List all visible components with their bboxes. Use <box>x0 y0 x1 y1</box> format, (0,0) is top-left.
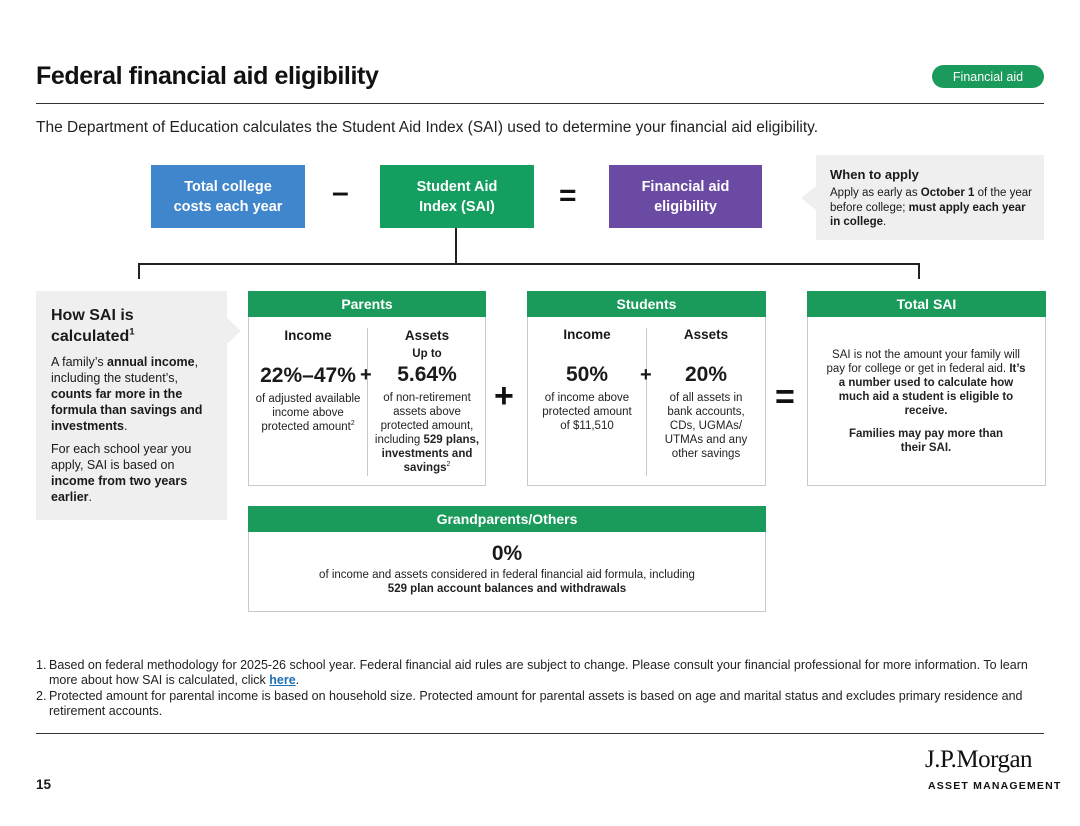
sai-label: Student Aid Index (SAI) <box>416 178 498 215</box>
how-sai-paragraph-1: A family’s annual income, including the … <box>51 355 203 433</box>
students-panel: Students Income 50% of income above prot… <box>527 291 766 486</box>
minus-operator: – <box>332 176 349 209</box>
total-sai-header: Total SAI <box>807 291 1046 317</box>
grandparents-value: 0% <box>491 542 523 565</box>
students-plus: + <box>640 364 652 386</box>
total-sai-panel: Total SAI SAI is not the amount your fam… <box>807 291 1046 486</box>
aid-eligibility-label: Financial aid eligibility <box>641 178 730 215</box>
parents-assets-column: Assets Up to 5.64% of non-retirement ass… <box>370 328 484 475</box>
parents-panel: Parents Income 22%–47% of adjusted avail… <box>248 291 486 486</box>
total-sai-paragraph-2: Families may pay more than their SAI. <box>848 428 1004 454</box>
grandparents-content: 0% of income and assets considered in fe… <box>249 542 765 596</box>
parents-assets-desc: of non-retirement assets above protected… <box>374 392 480 474</box>
how-sai-paragraph-2: For each school year you apply, SAI is b… <box>51 442 192 504</box>
students-income-column: Income 50% of income above protected amo… <box>532 327 642 433</box>
total-costs-box: Total college costs each year <box>151 165 305 228</box>
students-column-divider <box>646 328 647 476</box>
when-to-apply-text: Apply as early as October 1 of the year … <box>830 187 1032 228</box>
parents-assets-label: Assets <box>404 328 450 343</box>
parents-assets-value: 5.64% <box>397 363 457 386</box>
parents-column-divider <box>367 328 368 476</box>
students-header: Students <box>527 291 766 317</box>
total-equals: = <box>775 378 795 416</box>
parents-plus: + <box>360 364 372 386</box>
aid-eligibility-box: Financial aid eligibility <box>609 165 762 228</box>
students-income-value: 50% <box>565 363 609 386</box>
jpmorgan-logo: J.P.Morgan <box>925 746 1033 773</box>
asset-management-label: ASSET MANAGEMENT <box>928 780 1062 792</box>
connector-left-tick <box>138 263 140 279</box>
connector-bar <box>138 263 920 265</box>
intro-text: The Department of Education calculates t… <box>36 119 819 136</box>
students-assets-desc: of all assets in bank accounts, CDs, UGM… <box>664 392 748 460</box>
when-to-apply-callout: When to apply Apply as early as October … <box>816 155 1044 240</box>
total-sai-paragraph-1: SAI is not the amount your family will p… <box>826 349 1026 417</box>
parents-income-value: 22%–47% <box>260 364 356 387</box>
header-divider <box>36 103 1044 104</box>
when-to-apply-heading: When to apply <box>830 167 919 182</box>
parents-header: Parents <box>248 291 486 317</box>
total-costs-label: Total college costs each year <box>173 178 283 215</box>
connector-stem <box>455 228 457 264</box>
sai-box: Student Aid Index (SAI) <box>380 165 534 228</box>
category-badge: Financial aid <box>932 65 1044 88</box>
grandparents-header: Grandparents/Others <box>248 506 766 532</box>
how-sai-heading: How SAI is calculated1 <box>51 307 135 345</box>
parents-students-plus: + <box>494 377 514 415</box>
how-sai-calculated-panel: How SAI is calculated1 A family’s annual… <box>36 291 227 520</box>
students-assets-label: Assets <box>683 327 729 342</box>
students-assets-column: Assets 20% of all assets in bank account… <box>649 327 763 461</box>
students-income-label: Income <box>563 327 611 342</box>
footnote-2: 2. Protected amount for parental income … <box>36 689 1023 718</box>
how-panel-pointer <box>227 318 241 344</box>
connector-right-tick <box>918 263 920 279</box>
parents-income-label: Income <box>284 328 332 343</box>
page-title: Federal financial aid eligibility <box>36 62 379 90</box>
students-assets-value: 20% <box>684 363 728 386</box>
here-link[interactable]: here <box>269 673 296 687</box>
students-income-desc: of income above protected amount of $11,… <box>542 392 632 432</box>
grandparents-panel: Grandparents/Others 0% of income and ass… <box>248 506 766 612</box>
grandparents-desc: of income and assets considered in feder… <box>319 569 695 595</box>
total-sai-content: SAI is not the amount your family will p… <box>826 344 1026 455</box>
footer-divider <box>36 733 1044 734</box>
parents-income-desc: of adjusted available income above prote… <box>255 393 361 433</box>
page-number: 15 <box>36 777 52 792</box>
parents-income-column: Income 22%–47% of adjusted available inc… <box>253 328 363 434</box>
parents-assets-prefix: Up to <box>412 348 442 360</box>
equals-operator: = <box>559 179 577 212</box>
footnote-1: 1. Based on federal methodology for 2025… <box>36 658 1028 687</box>
when-callout-pointer <box>801 186 816 210</box>
